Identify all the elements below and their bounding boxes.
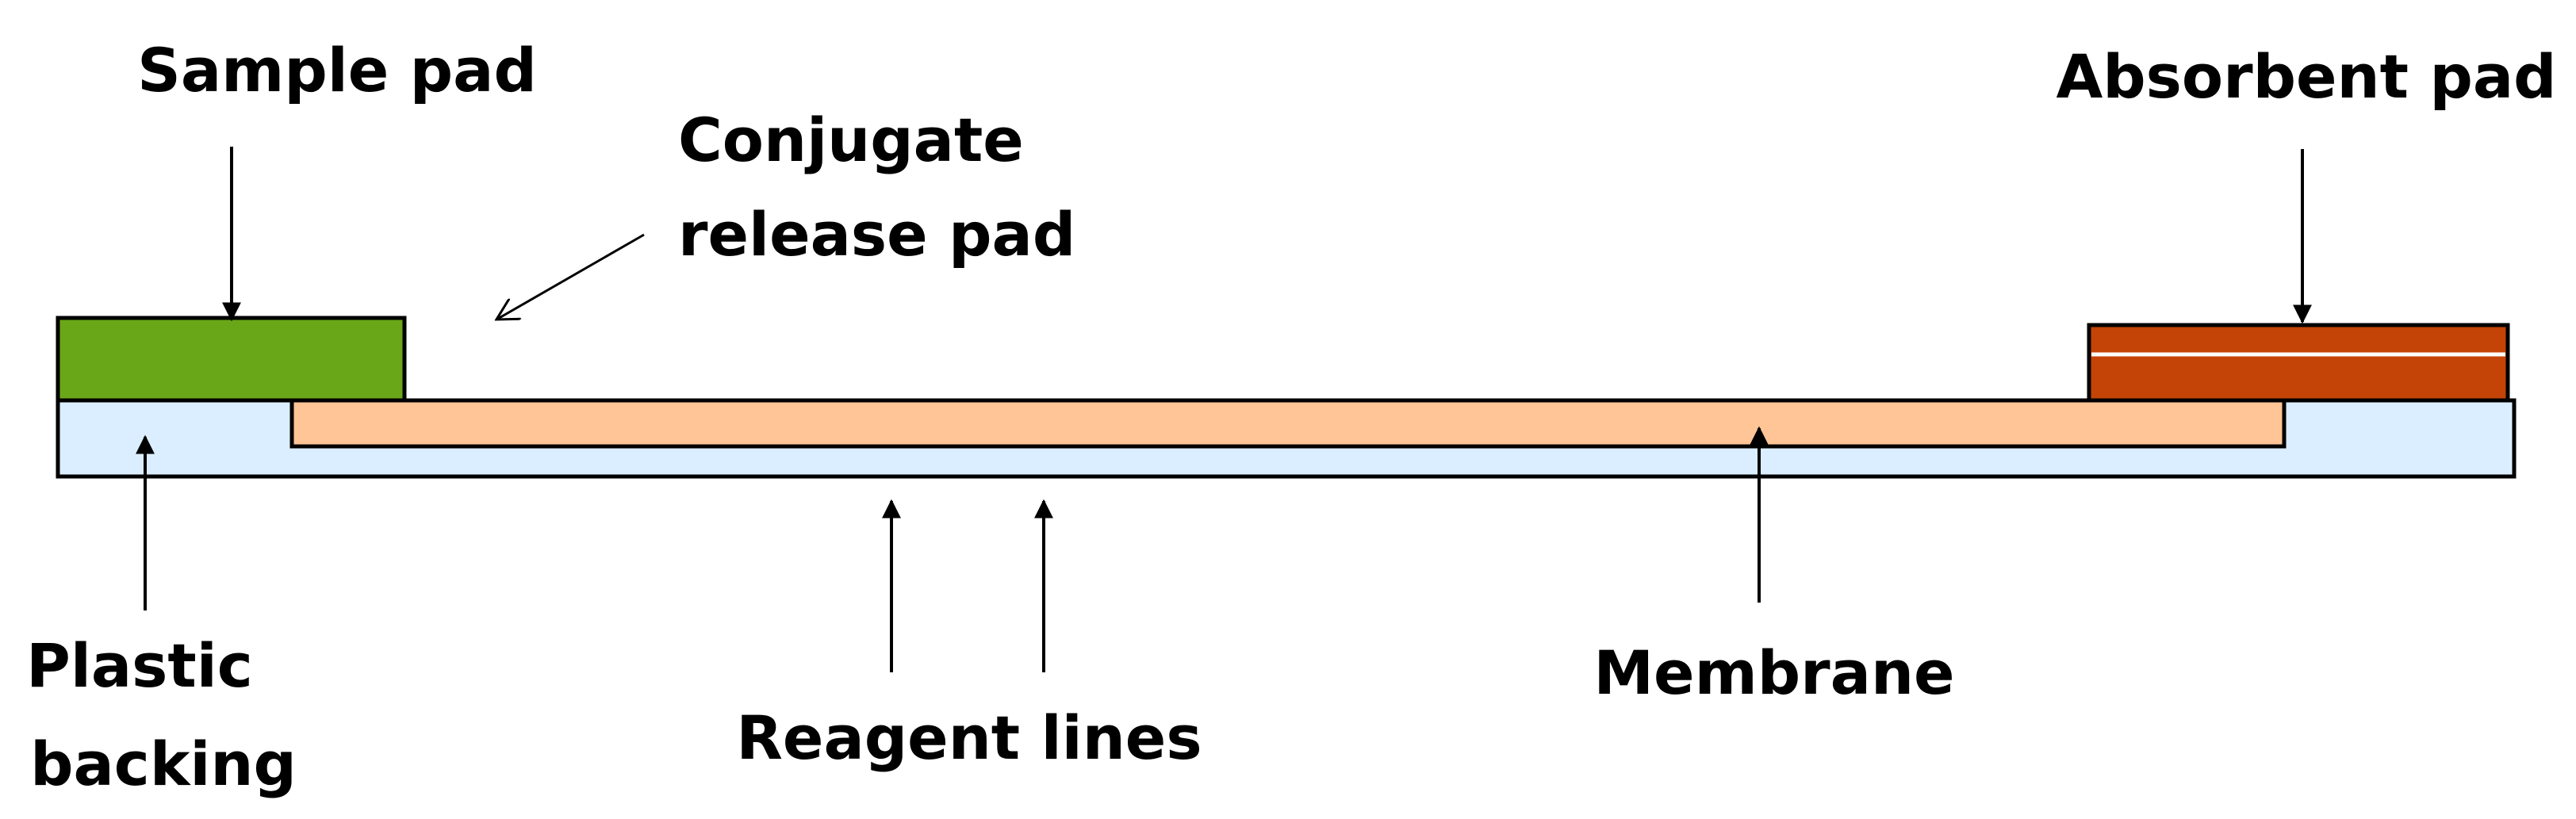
absorbent-pad-label: Absorbent pad	[2056, 41, 2556, 112]
conjugate-pad-label-line2: release pad	[678, 199, 1075, 270]
plastic-backing-label-line2: backing	[30, 729, 297, 799]
sample-pad-block	[56, 316, 407, 403]
membrane-strip	[289, 398, 2287, 449]
reagent-lines-label: Reagent lines	[736, 702, 1202, 773]
conjugate-pad-label-line1: Conjugate	[678, 105, 1024, 175]
sample-pad-label: Sample pad	[137, 35, 537, 105]
conjugate-pad-arrow	[496, 233, 645, 320]
plastic-backing-label-line1: Plastic	[26, 630, 253, 701]
membrane-label: Membrane	[1593, 637, 1954, 708]
absorbent-pad-block	[2087, 323, 2510, 403]
